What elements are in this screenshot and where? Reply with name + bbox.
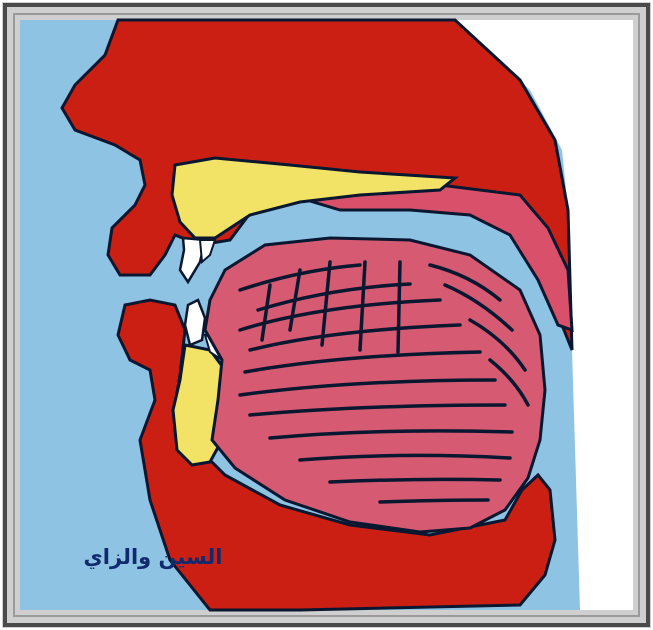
diagram-caption: السين والزاي xyxy=(78,540,228,574)
